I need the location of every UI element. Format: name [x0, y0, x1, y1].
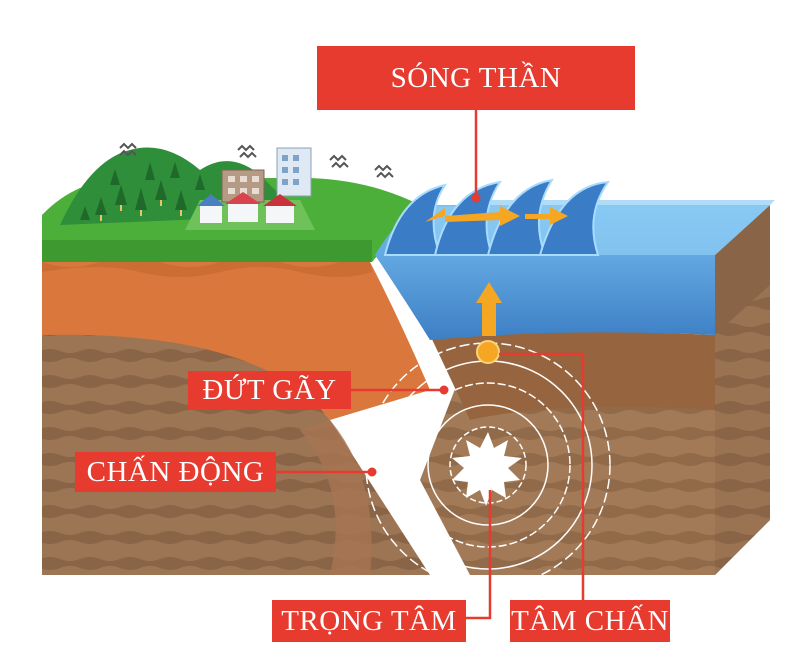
- house-icon: [263, 194, 297, 223]
- house-icon: [197, 194, 225, 223]
- right-ocean-plate: [420, 205, 770, 575]
- arrow-up-icon: [476, 282, 502, 336]
- building-icon: [276, 147, 312, 197]
- house-icon: [225, 192, 261, 222]
- label-tsunami: SÓNG THẦN: [317, 46, 635, 110]
- label-hypocenter: TRỌNG TÂM: [272, 600, 466, 642]
- building-icon: [221, 169, 265, 203]
- wave-arrows: [425, 206, 568, 226]
- epicenter-leader: [499, 352, 585, 600]
- label-epicenter: TÂM CHẤN: [510, 600, 670, 642]
- tree-icon: [80, 162, 205, 220]
- epicenter-dot: [476, 340, 500, 364]
- label-shaking: CHẤN ĐỘNG: [75, 452, 276, 492]
- label-fault: ĐỨT GÃY: [188, 371, 351, 409]
- shake-lines-icon: [119, 142, 394, 179]
- hypocenter-leader: [466, 490, 492, 620]
- town: [185, 147, 315, 230]
- burst-icon: [452, 432, 522, 506]
- ocean: [375, 178, 775, 340]
- leader-lines: [276, 110, 585, 620]
